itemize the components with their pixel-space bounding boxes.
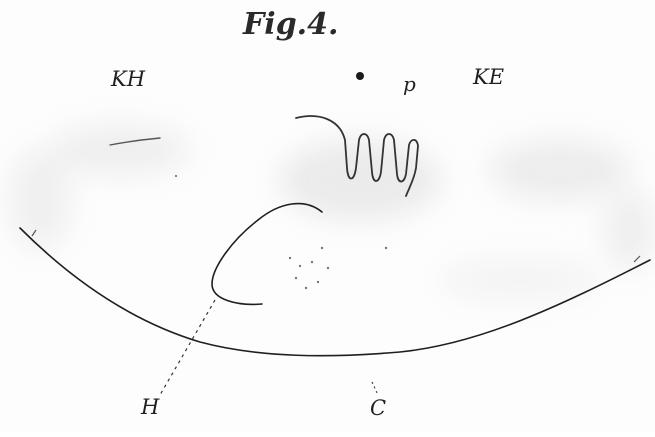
speck-kh [175,175,177,177]
inner-curve-h [211,202,323,306]
tick-right [633,255,641,263]
wavy-structure [295,115,419,197]
label-c: C [370,396,387,420]
point-p-dot [356,72,364,80]
dotted-cluster [288,246,388,290]
leader-line-c [371,381,379,396]
label-p: p [403,72,416,96]
label-ke: KE [473,65,505,89]
tick-left [31,229,37,237]
leader-line-h [159,299,216,396]
background-smudges [10,125,655,300]
figure-title: Fig.4. [243,7,339,42]
stroke-mark-kh [109,137,161,146]
outer-curve-c [19,227,651,357]
label-h: H [141,395,160,419]
label-kh: KH [111,67,146,91]
